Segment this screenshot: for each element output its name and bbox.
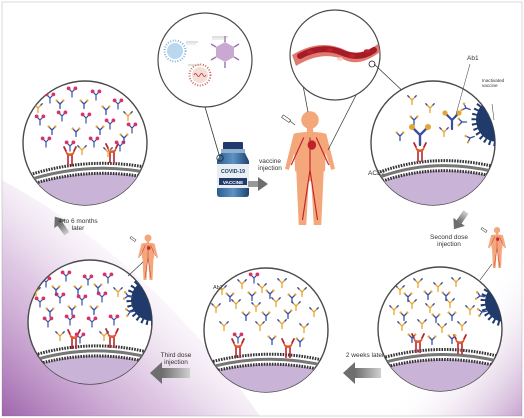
two-weeks-label: 2 weeks later [345, 352, 385, 359]
ab2-label: Ab2 [213, 285, 223, 291]
ace2-label: ACE2 [368, 170, 385, 177]
syringe-icon [480, 227, 488, 233]
human-figure-third-dose [137, 234, 159, 281]
vial-label: VACCINE [223, 180, 243, 185]
vial-brand: COVID-19 [221, 169, 245, 175]
months-later-label: 4 to 6 months later [58, 218, 98, 233]
ace2-binding-circle [370, 80, 496, 206]
syringe-icon [281, 114, 296, 126]
arrow-two-weeks [343, 362, 381, 384]
virus-icon [188, 63, 212, 87]
human-figure-main [284, 110, 336, 226]
vaccine-injection-label: vaccine injection [258, 158, 282, 173]
vaccine-vial: COVID-19 VACCINE [216, 142, 249, 197]
third-dose-label: Third dose injection [160, 352, 192, 367]
inactivated-vaccine-label: Inactivated vaccine [482, 78, 505, 89]
arrow-down-right [453, 210, 469, 230]
syringe-icon [129, 236, 137, 242]
second-dose-label: Second dose injection [430, 234, 468, 249]
arrow-third-dose [150, 362, 190, 384]
ab1-label: Ab1 [467, 55, 479, 62]
virus-types-circle [157, 12, 253, 108]
blood-vessel-circle [289, 9, 381, 101]
virus-icon [163, 39, 187, 63]
arrow-up-left [54, 216, 70, 236]
third-dose-circle [27, 259, 153, 385]
antibody-circle-late [22, 80, 148, 206]
